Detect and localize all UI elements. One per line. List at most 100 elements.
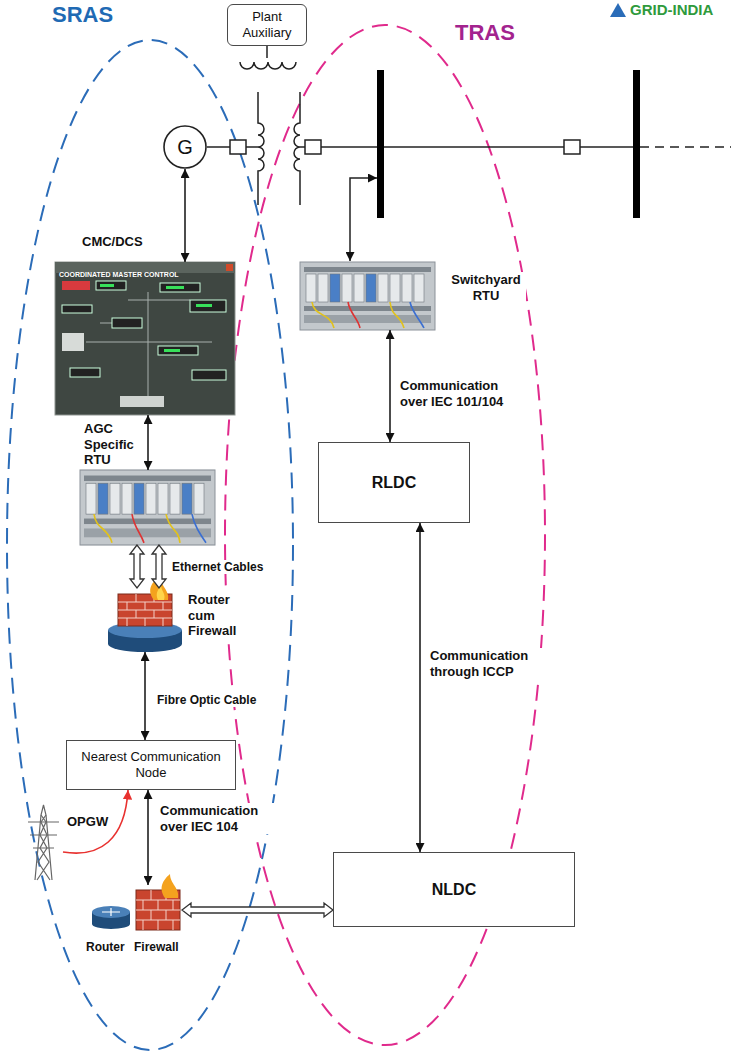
logo-mark <box>610 3 626 17</box>
hmi-screen <box>196 304 212 307</box>
router-firewall-icon <box>108 636 182 652</box>
transmission-tower <box>28 822 59 848</box>
load-box: Plant Auxiliary <box>227 4 307 46</box>
node-label: Plant Auxiliary <box>234 9 300 40</box>
router-firewall-icon <box>108 576 182 652</box>
hmi-screen <box>55 262 235 415</box>
router-firewall: Router cum Firewall <box>108 588 182 652</box>
connector <box>130 545 166 588</box>
edge-label: CMC/DCS <box>82 234 143 250</box>
rtu-photo <box>390 302 404 328</box>
node-label: G <box>177 135 193 159</box>
rtu-photo <box>300 262 435 330</box>
rtu-photo <box>80 470 215 545</box>
communication-node-box: Nearest Communication Node <box>66 740 236 790</box>
single-line-diagram <box>377 70 384 218</box>
hmi-screen <box>55 262 235 415</box>
node-label: RLDC <box>372 473 416 492</box>
logo-text: GRID-INDIA <box>630 1 713 19</box>
agc-rtu: AGC Specific RTU <box>80 470 215 545</box>
rtu-photo <box>80 470 215 545</box>
hmi-screen-node: COORDINATED MASTER CONTROL <box>55 262 235 415</box>
rtu-photo <box>132 514 144 543</box>
node-label: Nearest Communication Node <box>73 749 229 780</box>
rtu-photo <box>94 514 112 543</box>
generator-symbol: G <box>163 125 207 169</box>
single-line-diagram <box>564 140 580 154</box>
router-icon <box>92 919 130 929</box>
rtu-photo <box>110 483 120 514</box>
rtu-photo <box>84 519 211 525</box>
rtu-photo <box>304 315 431 323</box>
hmi-screen <box>190 300 226 312</box>
single-line-diagram <box>230 140 246 154</box>
rtu-photo <box>134 483 144 514</box>
hmi-screen <box>62 333 84 351</box>
router-firewall-icon <box>157 586 165 600</box>
single-line-diagram <box>350 178 377 261</box>
edge-label: Communication through ICCP <box>430 648 548 679</box>
rtu-photo <box>342 274 352 302</box>
rtu-photo <box>410 302 424 328</box>
hmi-screen <box>158 346 198 355</box>
hmi-screen <box>100 284 114 287</box>
hmi-screen <box>164 349 180 352</box>
node-label: OPGW <box>67 814 108 830</box>
rtu-photo <box>122 483 132 514</box>
connector <box>184 169 186 262</box>
node-label: NLDC <box>432 880 476 899</box>
edge-label: Communication over IEC 101/104 <box>400 378 518 409</box>
firewall-icon <box>162 874 179 898</box>
rtu-photo <box>98 483 108 514</box>
rtu-photo <box>300 262 435 330</box>
connector <box>419 523 421 852</box>
transmission-tower <box>35 805 52 880</box>
edge-label: Fibre Optic Cable <box>157 693 256 707</box>
rtu-photo <box>166 514 180 543</box>
rtu-photo <box>146 483 156 514</box>
edge-label: Communication over IEC 104 <box>160 803 282 834</box>
connector <box>144 652 146 740</box>
router-icon <box>92 906 130 929</box>
single-line-diagram <box>266 46 268 58</box>
router-icon <box>92 906 130 918</box>
node-label: COORDINATED MASTER CONTROL <box>59 271 179 279</box>
single-line-diagram <box>384 146 564 148</box>
hmi-screen <box>120 396 164 407</box>
control-centre-box: RLDC <box>318 442 470 523</box>
edge-label: Ethernet Cables <box>172 560 263 574</box>
connector <box>389 330 391 442</box>
hmi-screen <box>166 286 184 289</box>
connector <box>63 790 128 853</box>
region-label: SRAS <box>52 2 113 28</box>
single-line-diagram <box>640 146 731 148</box>
hmi-screen <box>112 318 142 328</box>
single-line-diagram <box>305 140 321 154</box>
single-line-diagram <box>207 46 731 261</box>
rtu-photo <box>390 274 400 302</box>
generator-circle <box>164 126 206 168</box>
control-centre-box: NLDC <box>333 852 575 927</box>
single-line-diagram <box>246 146 258 148</box>
rtu-photo <box>306 274 316 302</box>
rtu-photo <box>348 302 360 328</box>
node-label: Switchyard RTU <box>446 272 526 303</box>
router-icon <box>102 908 120 916</box>
rtu-photo <box>194 483 204 514</box>
sras-region <box>7 40 293 1050</box>
connector <box>147 790 149 885</box>
sras-region <box>7 40 293 1050</box>
rtu-photo <box>312 302 334 328</box>
hmi-screen <box>62 281 90 290</box>
rtu-photo <box>318 274 328 302</box>
connector <box>147 415 149 470</box>
single-line-diagram <box>580 146 633 148</box>
rtu-photo <box>182 483 192 514</box>
transmission-tower <box>37 815 50 880</box>
single-line-diagram <box>321 146 377 148</box>
node-label: Router cum Firewall <box>188 592 244 639</box>
switchyard-rtu: Switchyard RTU <box>300 262 435 330</box>
single-line-diagram <box>633 70 640 218</box>
single-line-diagram <box>258 92 264 205</box>
hmi-screen <box>192 370 226 380</box>
